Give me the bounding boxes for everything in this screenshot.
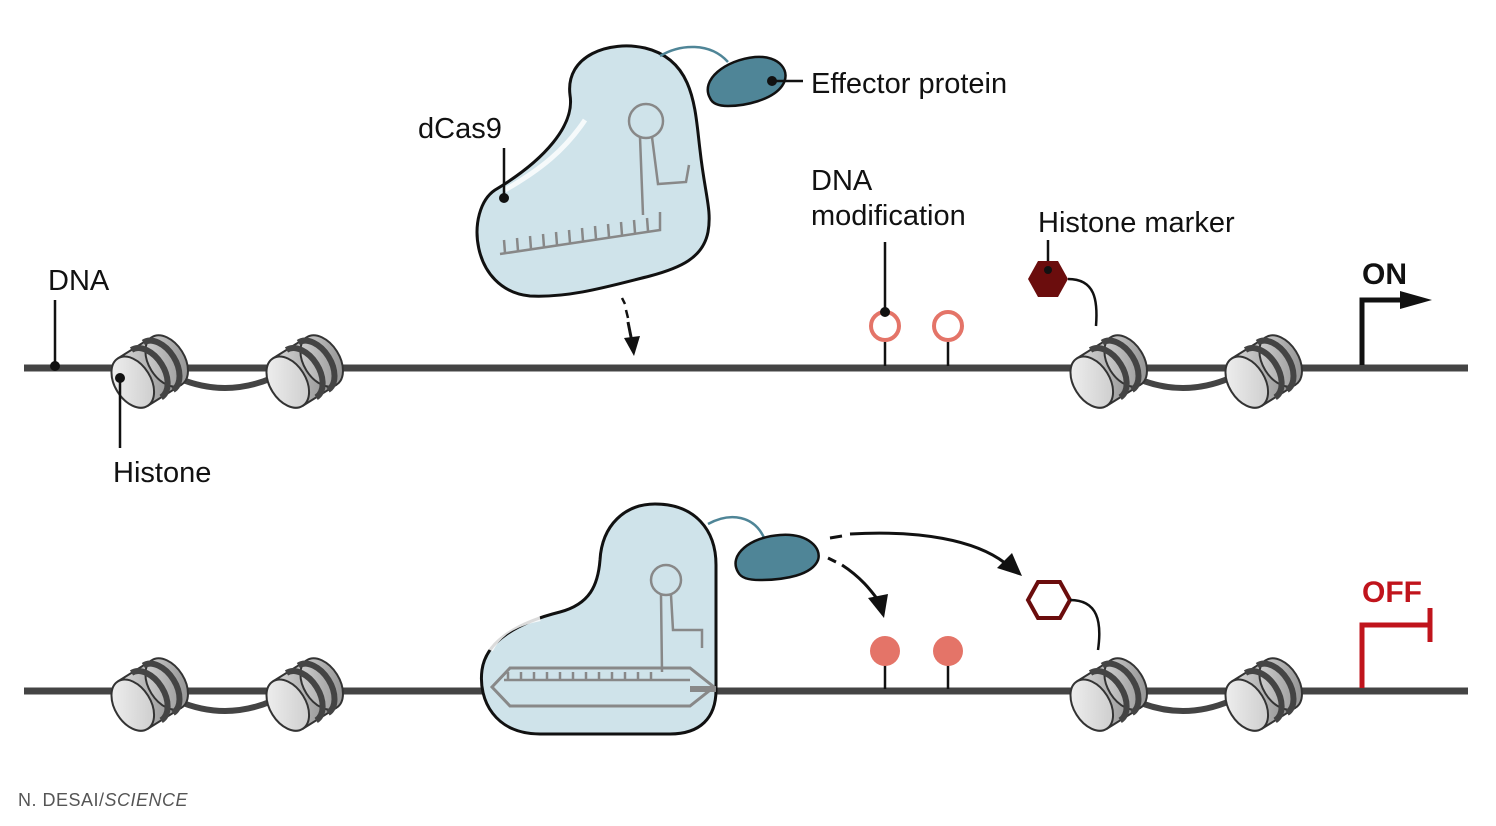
nucleosome	[1217, 328, 1311, 416]
binding-arrow	[620, 297, 640, 356]
dcas9-pointer-dot	[499, 193, 509, 203]
dna-modification-label-line2: modification	[811, 200, 966, 232]
guide-rna	[499, 102, 691, 256]
linker-dna	[176, 698, 274, 714]
methylation-arrow	[827, 556, 888, 618]
histone-label: Histone	[113, 457, 211, 489]
histone-modification-arrow	[829, 531, 1022, 576]
dna-modification-open-1	[869, 310, 901, 366]
dna-modification-filled-1	[870, 636, 900, 689]
dna-modification-filled-2	[933, 636, 963, 689]
linker-dna	[176, 375, 274, 391]
histone-marker-tail	[1069, 598, 1101, 651]
credit-author: N. DESAI/	[18, 790, 105, 810]
dna-modification-label-line1: DNA	[811, 165, 873, 197]
dcas9-protein	[475, 44, 711, 298]
nucleosome	[258, 328, 352, 416]
off-symbol	[1359, 622, 1430, 688]
linker-dna	[1134, 698, 1232, 714]
histone-marker-hexagon	[1028, 261, 1068, 297]
effector-protein	[706, 55, 787, 108]
nucleosome	[1062, 328, 1156, 416]
nucleosome	[258, 651, 352, 739]
dcas9-highlight	[487, 615, 541, 652]
linker-dna	[1134, 375, 1232, 391]
dcas9-label: dCas9	[418, 113, 502, 145]
histone-marker-pointer-dot	[1044, 266, 1052, 274]
nucleosome	[1217, 651, 1311, 739]
effector-protein-bound	[734, 533, 820, 582]
dna-modification-open-2	[932, 310, 964, 366]
effector-tether	[707, 516, 767, 541]
histone-marker-label: Histone marker	[1038, 207, 1235, 239]
effector-tether	[659, 45, 729, 63]
on-arrowhead	[1400, 291, 1432, 309]
nucleosome	[103, 328, 197, 416]
on-arrow	[1359, 297, 1406, 365]
off-status-label: OFF	[1362, 576, 1422, 609]
dna-label: DNA	[48, 265, 110, 297]
credit-publication: SCIENCE	[105, 790, 189, 810]
nucleosome	[103, 651, 197, 739]
nucleosome	[1062, 651, 1156, 739]
on-status-label: ON	[1362, 258, 1407, 291]
histone-marker-open-hexagon	[1025, 580, 1073, 620]
dcas9-highlight	[503, 118, 588, 193]
histone-marker-tail	[1067, 277, 1098, 327]
credit: N. DESAI/SCIENCE	[18, 790, 189, 810]
dcas9-protein-bound	[479, 502, 718, 736]
effector-protein-label: Effector protein	[811, 68, 1007, 100]
